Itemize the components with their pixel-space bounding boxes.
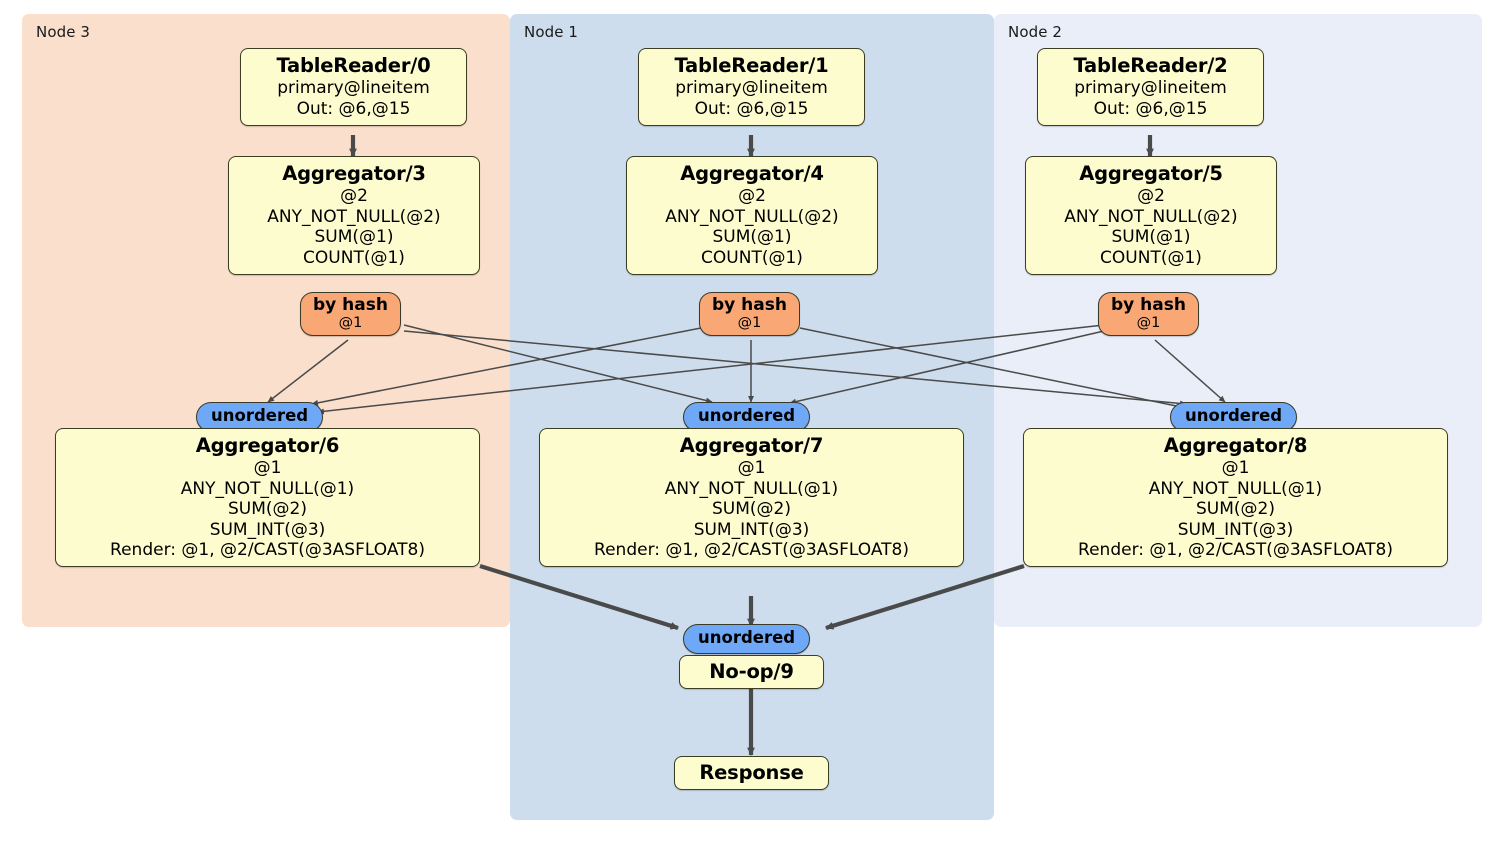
node-detail-agg2: SUM(@2) xyxy=(228,499,307,520)
node-detail-out: Out: @6,@15 xyxy=(694,98,809,119)
node-tablereader-0[interactable]: TableReader/0 primary@lineitem Out: @6,@… xyxy=(240,48,467,127)
node-detail-agg3: SUM_INT(@3) xyxy=(209,519,326,540)
node-detail-groupcol: @2 xyxy=(340,186,368,207)
node-title: Aggregator/7 xyxy=(679,434,824,457)
panel-node-1-label: Node 1 xyxy=(524,23,579,41)
node-tablereader-1[interactable]: TableReader/1 primary@lineitem Out: @6,@… xyxy=(638,48,865,127)
node-title: Aggregator/4 xyxy=(680,162,824,185)
node-detail-render: Render: @1, @2/CAST(@3ASFLOAT8) xyxy=(594,539,909,560)
router-unordered-mid[interactable]: unordered xyxy=(683,402,811,432)
node-no-op-9[interactable]: No-op/9 xyxy=(679,655,824,690)
node-aggregator-6[interactable]: Aggregator/6 @1 ANY_NOT_NULL(@1) SUM(@2)… xyxy=(55,428,480,568)
router-column: @1 xyxy=(1136,315,1161,332)
node-title: Aggregator/8 xyxy=(1163,434,1308,457)
router-label: unordered xyxy=(1185,406,1283,425)
node-detail-groupcol: @2 xyxy=(1137,186,1165,207)
router-label: unordered xyxy=(698,406,796,425)
node-title: No-op/9 xyxy=(709,660,794,683)
node-detail-agg3: SUM_INT(@3) xyxy=(693,519,810,540)
node-detail-agg1: ANY_NOT_NULL(@1) xyxy=(1148,478,1323,499)
node-detail-agg2: SUM(@1) xyxy=(712,227,792,248)
router-label: by hash xyxy=(1111,295,1186,315)
node-detail-groupcol: @1 xyxy=(1221,458,1250,479)
node-detail-groupcol: @1 xyxy=(737,458,766,479)
node-detail-agg1: ANY_NOT_NULL(@1) xyxy=(664,478,839,499)
node-detail-agg3: COUNT(@1) xyxy=(701,247,803,268)
router-column: @1 xyxy=(737,315,762,332)
node-detail-agg2: SUM(@2) xyxy=(712,499,791,520)
node-aggregator-7[interactable]: Aggregator/7 @1 ANY_NOT_NULL(@1) SUM(@2)… xyxy=(539,428,964,568)
node-detail-table: primary@lineitem xyxy=(1074,78,1227,99)
router-column: @1 xyxy=(338,315,363,332)
router-by-hash-left[interactable]: by hash @1 xyxy=(300,292,401,337)
node-title: TableReader/0 xyxy=(276,54,431,77)
router-label: by hash xyxy=(712,295,787,315)
router-by-hash-mid[interactable]: by hash @1 xyxy=(699,292,800,337)
node-detail-agg2: SUM(@1) xyxy=(1111,227,1191,248)
router-unordered-final[interactable]: unordered xyxy=(683,624,811,654)
node-title: Aggregator/6 xyxy=(195,434,340,457)
node-detail-agg3: SUM_INT(@3) xyxy=(1177,519,1294,540)
panel-node-3-label: Node 3 xyxy=(36,23,91,41)
router-label: unordered xyxy=(698,628,796,647)
node-detail-agg1: ANY_NOT_NULL(@2) xyxy=(665,206,839,227)
panel-node-2-label: Node 2 xyxy=(1008,23,1063,41)
node-detail-agg2: SUM(@2) xyxy=(1196,499,1275,520)
router-unordered-left[interactable]: unordered xyxy=(196,402,324,432)
node-detail-agg2: SUM(@1) xyxy=(314,227,394,248)
node-detail-out: Out: @6,@15 xyxy=(1093,98,1208,119)
node-aggregator-4[interactable]: Aggregator/4 @2 ANY_NOT_NULL(@2) SUM(@1)… xyxy=(626,156,878,275)
node-detail-table: primary@lineitem xyxy=(277,78,430,99)
node-aggregator-3[interactable]: Aggregator/3 @2 ANY_NOT_NULL(@2) SUM(@1)… xyxy=(228,156,480,275)
node-detail-agg3: COUNT(@1) xyxy=(303,247,405,268)
node-response[interactable]: Response xyxy=(674,756,829,791)
router-label: by hash xyxy=(313,295,388,315)
router-by-hash-right[interactable]: by hash @1 xyxy=(1098,292,1199,337)
node-detail-agg1: ANY_NOT_NULL(@1) xyxy=(180,478,355,499)
node-detail-agg1: ANY_NOT_NULL(@2) xyxy=(1064,206,1238,227)
node-detail-render: Render: @1, @2/CAST(@3ASFLOAT8) xyxy=(110,539,425,560)
node-title: Response xyxy=(699,761,804,784)
node-title: TableReader/1 xyxy=(674,54,829,77)
node-title: Aggregator/5 xyxy=(1079,162,1223,185)
node-aggregator-5[interactable]: Aggregator/5 @2 ANY_NOT_NULL(@2) SUM(@1)… xyxy=(1025,156,1277,275)
router-label: unordered xyxy=(211,406,309,425)
node-tablereader-2[interactable]: TableReader/2 primary@lineitem Out: @6,@… xyxy=(1037,48,1264,127)
node-detail-groupcol: @1 xyxy=(253,458,282,479)
node-detail-agg3: COUNT(@1) xyxy=(1100,247,1202,268)
node-detail-table: primary@lineitem xyxy=(675,78,828,99)
node-title: TableReader/2 xyxy=(1073,54,1228,77)
node-detail-groupcol: @2 xyxy=(738,186,766,207)
node-title: Aggregator/3 xyxy=(282,162,426,185)
node-detail-render: Render: @1, @2/CAST(@3ASFLOAT8) xyxy=(1078,539,1393,560)
node-aggregator-8[interactable]: Aggregator/8 @1 ANY_NOT_NULL(@1) SUM(@2)… xyxy=(1023,428,1448,568)
node-detail-out: Out: @6,@15 xyxy=(296,98,411,119)
node-detail-agg1: ANY_NOT_NULL(@2) xyxy=(267,206,441,227)
